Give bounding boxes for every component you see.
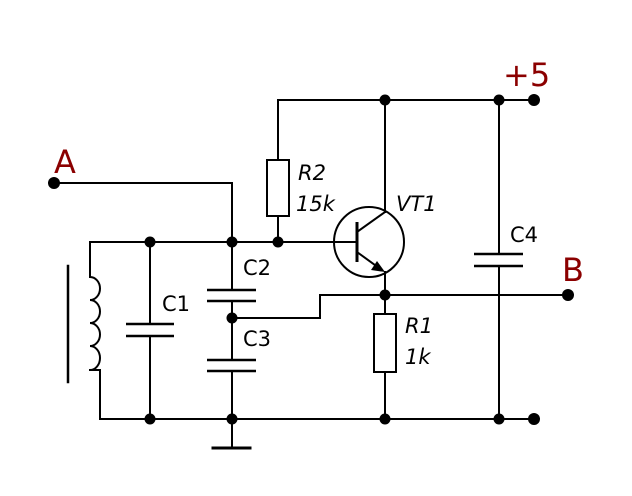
terminal-node-b: [562, 289, 574, 301]
c1-ref: C1: [162, 292, 190, 316]
terminal-label-plus5: +5: [503, 56, 550, 94]
resistor-r1: [373, 313, 397, 373]
c4-ref: C4: [510, 223, 538, 247]
terminal-label-b: B: [562, 251, 584, 289]
capacitor-c3: [207, 358, 256, 373]
resistor-r2: [266, 159, 290, 217]
node: [493, 413, 505, 425]
vt1-ref: VT1: [396, 192, 437, 216]
r2-value: 15k: [296, 192, 336, 216]
inductor-coil: [66, 264, 101, 384]
node: [379, 413, 391, 425]
capacitor-c4: [474, 252, 523, 268]
r1-value: 1k: [405, 345, 431, 369]
r1-ref: R1: [405, 314, 433, 338]
wire-tank-bottom: [89, 369, 101, 420]
c3-ref: C3: [243, 327, 271, 351]
node: [226, 312, 238, 324]
node: [144, 236, 156, 248]
node: [226, 413, 238, 425]
transistor-vt1: [333, 206, 405, 278]
wire-terminal-a: [53, 182, 233, 243]
wires: [53, 99, 569, 449]
terminal-label-a: A: [54, 143, 76, 181]
wire-feedback: [231, 294, 386, 319]
node: [272, 236, 284, 248]
node: [226, 236, 238, 248]
terminal-node-plus5: [528, 94, 540, 106]
c2-ref: C2: [243, 256, 271, 280]
emitter-arrow-icon: [371, 261, 385, 272]
terminal-node-a: [48, 177, 60, 189]
node: [379, 289, 391, 301]
node: [379, 94, 391, 106]
terminal-node-ground: [528, 413, 540, 425]
node: [144, 413, 156, 425]
capacitor-c1: [126, 322, 174, 338]
r2-ref: R2: [298, 161, 326, 185]
junction-nodes: [48, 94, 574, 425]
capacitor-c2: [207, 288, 256, 303]
node: [493, 94, 505, 106]
